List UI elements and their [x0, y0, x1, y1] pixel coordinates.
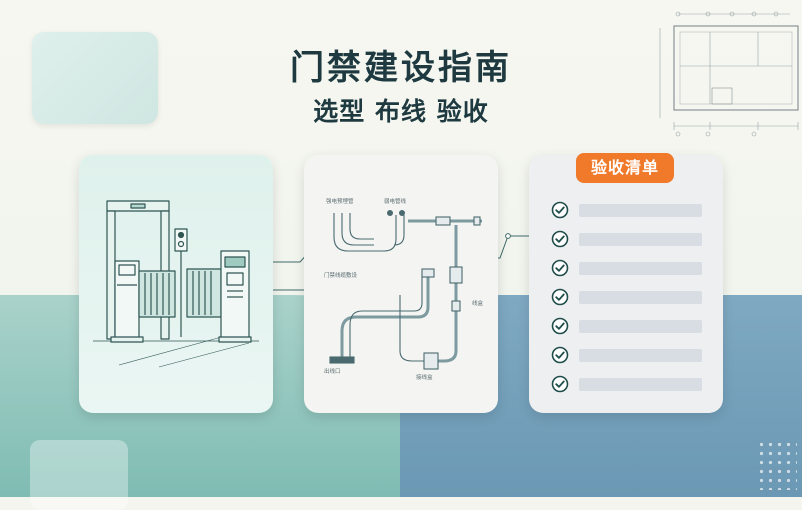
- checklist-item-placeholder: [579, 349, 702, 362]
- selection-card: [79, 155, 273, 413]
- check-circle-icon: [551, 317, 569, 335]
- checklist-item-placeholder: [579, 233, 702, 246]
- check-circle-icon: [551, 375, 569, 393]
- checklist-item: [551, 317, 711, 335]
- checklist-item: [551, 375, 711, 393]
- label-cable-routing: 门禁线缆敷设: [324, 271, 358, 279]
- checklist-item-placeholder: [579, 204, 702, 217]
- page-subtitle: 选型 布线 验收: [313, 97, 489, 126]
- checklist-item: [551, 230, 711, 248]
- wiring-card: 强电预埋管 弱电管线 门禁线缆敷设 线盒 出线口 接线盒: [304, 155, 498, 413]
- decorative-tile: [32, 32, 158, 124]
- check-circle-icon: [551, 230, 569, 248]
- pipe-diagram: 强电预埋管 弱电管线 门禁线缆敷设 线盒 出线口 接线盒: [324, 197, 484, 381]
- checklist-badge: 验收清单: [576, 153, 674, 183]
- checklist-item: [551, 288, 711, 306]
- checklist-item-placeholder: [579, 291, 702, 304]
- checklist-item: [551, 259, 711, 277]
- floor-plan-sketch: [659, 11, 799, 137]
- check-circle-icon: [551, 201, 569, 219]
- check-circle-icon: [551, 346, 569, 364]
- label-junction: 线盒: [472, 299, 484, 307]
- label-junction-box: 接线盒: [416, 373, 433, 381]
- decorative-dot-grid: [757, 440, 797, 490]
- label-outlet: 出线口: [324, 367, 341, 375]
- page-title: 门禁建设指南: [290, 48, 512, 88]
- check-circle-icon: [551, 259, 569, 277]
- label-low-voltage: 弱电管线: [384, 197, 407, 205]
- checklist-item-placeholder: [579, 378, 702, 391]
- checklist-item: [551, 201, 711, 219]
- acceptance-checklist-card: 验收清单: [529, 153, 723, 413]
- checklist-item-placeholder: [579, 262, 702, 275]
- checklist-item-placeholder: [579, 320, 702, 333]
- check-circle-icon: [551, 288, 569, 306]
- checklist-item: [551, 346, 711, 364]
- turnstile-gate-illustration: [93, 200, 259, 368]
- label-power-conduit: 强电预埋管: [326, 197, 354, 205]
